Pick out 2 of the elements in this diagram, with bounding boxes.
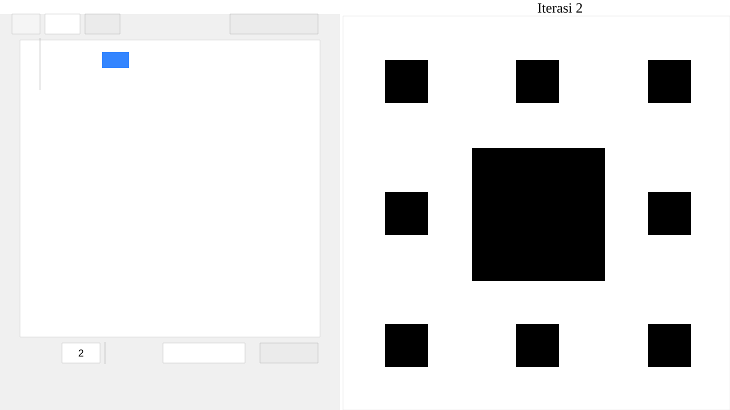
iteration-value: 2 bbox=[78, 350, 84, 356]
title: Iterasi 2 bbox=[538, 3, 582, 13]
